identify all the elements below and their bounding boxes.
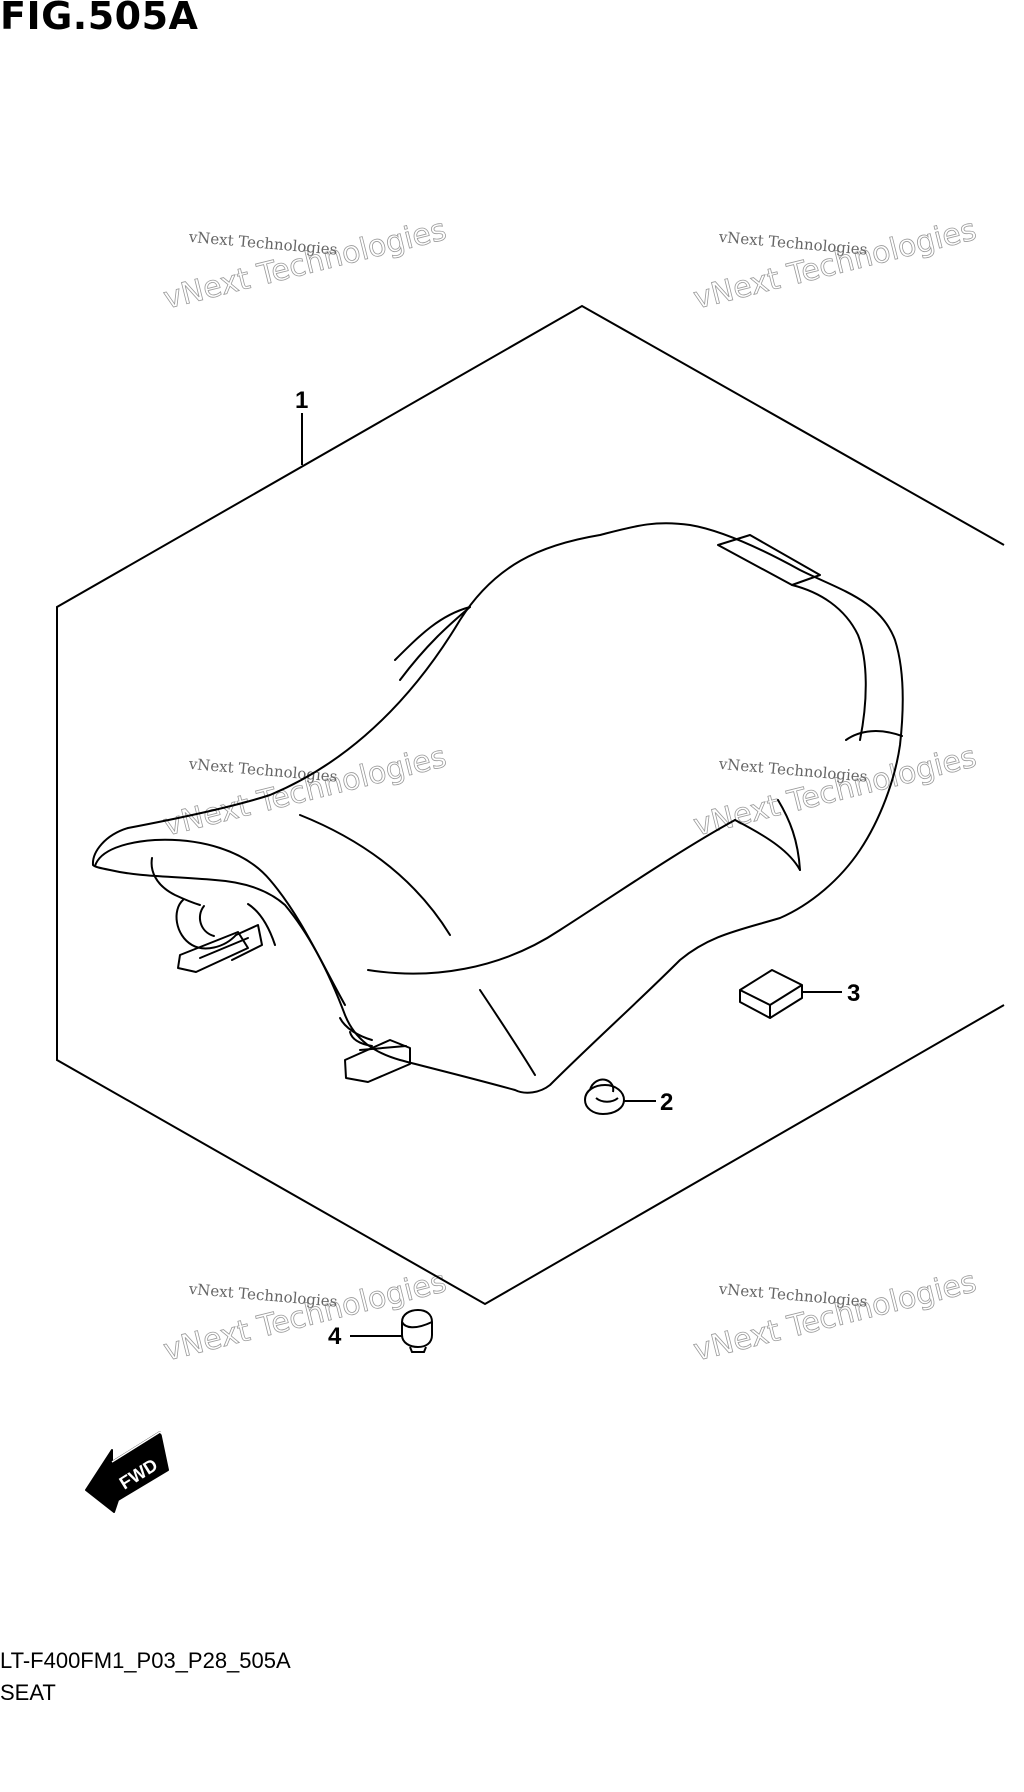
watermark-small-text: vNext Technologies bbox=[187, 755, 338, 786]
callout-4: 4 bbox=[328, 1323, 342, 1350]
callout-2: 2 bbox=[660, 1089, 673, 1116]
callout-numbers: 1 2 3 4 bbox=[295, 387, 860, 1350]
watermark: vNext Technologies vNext Technologies bbox=[690, 212, 981, 317]
fwd-arrow-icon: FWD bbox=[85, 1431, 169, 1513]
watermark-small-text: vNext Technologies bbox=[717, 1280, 868, 1311]
watermark-small-text: vNext Technologies bbox=[187, 1280, 338, 1311]
watermark: vNext Technologies vNext Technologies bbox=[690, 739, 981, 844]
callout-leaders bbox=[301, 413, 842, 1337]
callout-3: 3 bbox=[847, 980, 860, 1007]
cushion-part-2 bbox=[583, 1078, 626, 1116]
figure-title: FIG.505A bbox=[0, 0, 199, 38]
watermark: vNext Technologies vNext Technologies bbox=[160, 1264, 451, 1369]
assembly-boundary bbox=[56, 304, 1005, 1306]
watermark-small-text: vNext Technologies bbox=[187, 228, 338, 259]
label-part-3 bbox=[739, 969, 803, 1019]
watermark-small-text: vNext Technologies bbox=[717, 228, 868, 259]
watermark-small-text: vNext Technologies bbox=[717, 755, 868, 786]
figure-code: LT-F400FM1_P03_P28_505A bbox=[0, 1648, 291, 1673]
callout-1: 1 bbox=[295, 387, 308, 414]
figure-name: SEAT bbox=[0, 1680, 56, 1705]
watermark: vNext Technologies vNext Technologies bbox=[160, 212, 451, 317]
seat-drawing bbox=[91, 522, 904, 1094]
watermark: vNext Technologies vNext Technologies bbox=[690, 1264, 981, 1369]
watermark: vNext Technologies vNext Technologies bbox=[160, 739, 451, 844]
cushion-part-4 bbox=[401, 1308, 433, 1353]
watermarks: vNext Technologies vNext Technologies vN… bbox=[160, 212, 981, 1369]
